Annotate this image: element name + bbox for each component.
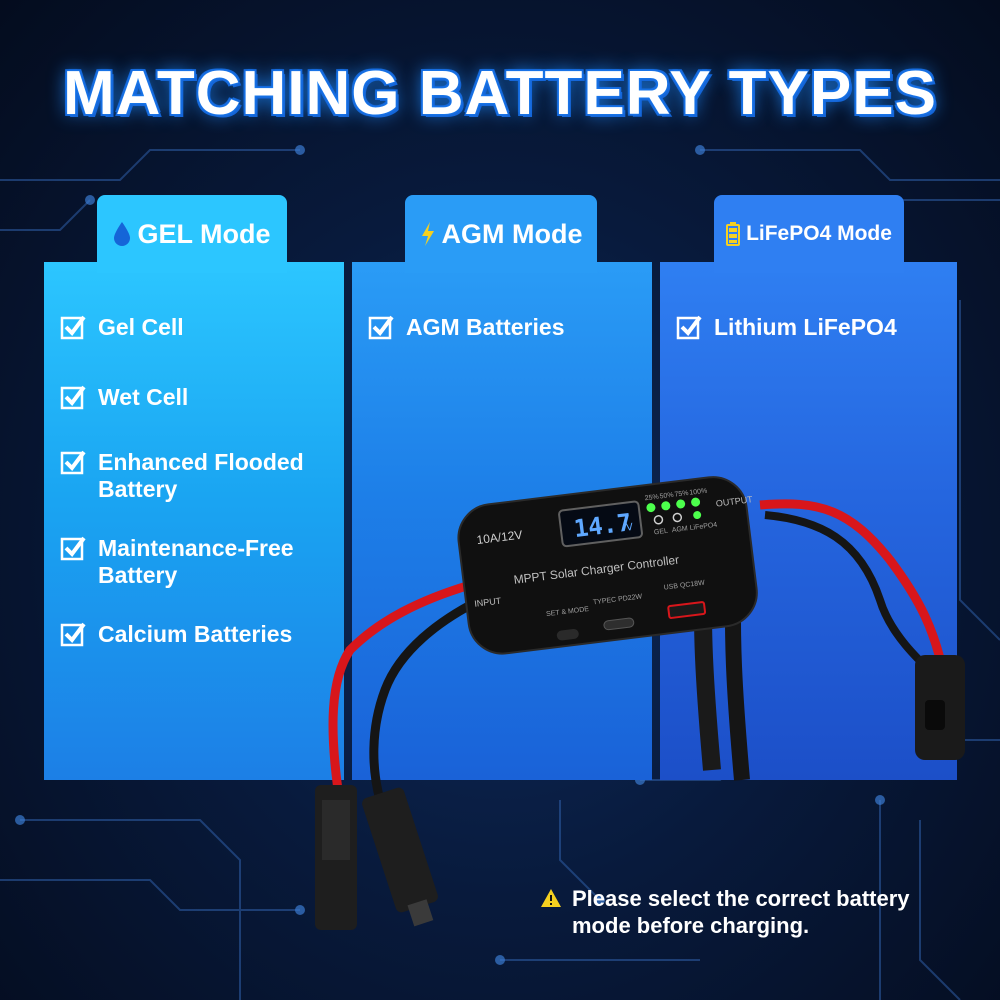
level-label: 50% (659, 492, 674, 501)
list-item: Lithium LiFePO4 (676, 314, 897, 341)
list-item-label: Calcium Batteries (98, 621, 293, 647)
input-label: INPUT (474, 596, 503, 609)
mc4-connector (362, 787, 438, 927)
level-led (691, 497, 701, 507)
sae-connector (915, 655, 965, 760)
list-item: Wet Cell (60, 384, 320, 411)
output-red-cable (759, 499, 950, 681)
list-item-label: Lithium LiFePO4 (714, 314, 897, 340)
mode-led (653, 515, 664, 525)
tab-lifepo4-mode: LiFePO4 Mode (714, 195, 904, 273)
list-item-label: Maintenance-Free Battery (98, 535, 294, 588)
mode-label: AGM (671, 525, 688, 534)
mode-led (672, 512, 683, 523)
list-item-label: AGM Batteries (406, 314, 565, 340)
lcd-readout: 14.7 (572, 508, 633, 543)
level-led (646, 503, 656, 513)
gel-mode-panel: Gel Cell Wet Cell Enhanced Flooded Batte… (44, 262, 344, 780)
mode-label: LiFePO4 (689, 522, 717, 532)
lcd-display (558, 500, 643, 548)
level-led (661, 501, 671, 511)
mode-led (693, 511, 702, 520)
level-label: 100% (689, 488, 708, 497)
list-item: Maintenance-Free Battery (60, 535, 320, 589)
checkbox-checked-icon (60, 385, 86, 410)
typec-port (603, 617, 635, 631)
input-red-cable (328, 580, 472, 791)
list-item: Enhanced Flooded Battery (60, 449, 310, 503)
checkbox-checked-icon (60, 536, 86, 561)
usb-port (667, 601, 707, 619)
list-item: AGM Batteries (368, 314, 564, 341)
set-mode-button (556, 628, 579, 641)
checkbox-checked-icon (60, 315, 86, 340)
checkbox-checked-icon (60, 622, 86, 647)
level-label: 75% (674, 490, 689, 499)
level-led (676, 499, 686, 509)
lcd-unit: V (626, 522, 634, 534)
tab-gel-label: GEL Mode (137, 218, 271, 249)
input-black-cable (369, 595, 483, 802)
mc4-connector (315, 785, 357, 930)
tab-gel-mode: GEL Mode (97, 195, 287, 273)
list-item: Gel Cell (60, 314, 320, 341)
water-drop-icon (114, 222, 131, 246)
warning-text: Please select the correct battery mode b… (572, 886, 910, 938)
level-label: 25% (644, 494, 659, 503)
battery-icon (726, 222, 741, 246)
rating-label: 10A/12V (476, 528, 523, 548)
list-item-label: Wet Cell (98, 384, 189, 410)
list-item: Calcium Batteries (60, 621, 320, 648)
checkbox-checked-icon (368, 315, 394, 340)
level-led-labels: 25% 50% 75% 100% (644, 488, 707, 503)
warning-note: Please select the correct battery mode b… (540, 885, 960, 939)
tab-agm-label: AGM Mode (441, 218, 583, 249)
checkbox-checked-icon (60, 450, 86, 475)
checkbox-checked-icon (676, 315, 702, 340)
output-label: OUTPUT (715, 494, 753, 508)
page-title: MATCHING BATTERY TYPES (63, 59, 937, 128)
list-item-label: Enhanced Flooded Battery (98, 449, 304, 502)
mode-label: GEL (654, 528, 669, 537)
list-item-label: Gel Cell (98, 314, 184, 340)
warning-triangle-icon (541, 889, 561, 907)
lightning-bolt-icon (421, 222, 434, 246)
tab-lifepo4-label: LiFePO4 Mode (746, 222, 892, 245)
tab-agm-mode: AGM Mode (405, 195, 597, 273)
